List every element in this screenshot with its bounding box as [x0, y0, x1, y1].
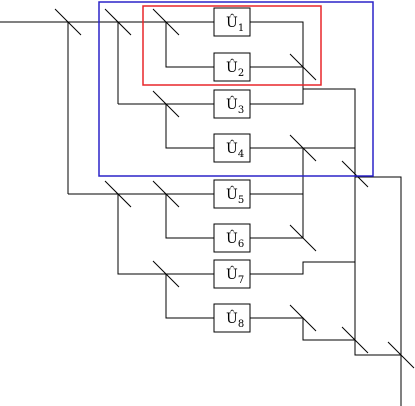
operator-box [213, 133, 251, 163]
operator-box [213, 89, 251, 119]
path-U8-out [250, 317, 355, 341]
path-level3-d [165, 274, 214, 319]
operator-symbol: Û [226, 95, 238, 113]
path-level2-lower [117, 194, 214, 275]
operator-U5: Û5 [213, 179, 251, 209]
beam-splitter [152, 260, 180, 288]
operator-label: Û1 [226, 13, 244, 34]
operator-label: Û8 [226, 309, 244, 330]
operator-symbol: Û [226, 185, 238, 203]
operator-symbol: Û [226, 139, 238, 157]
beam-splitter [152, 90, 180, 118]
beam-splitter [104, 8, 132, 36]
path-U1-out [250, 21, 402, 406]
beam-splitter [341, 160, 369, 188]
beam-splitter [387, 341, 415, 369]
operator-symbol: Û [226, 265, 238, 283]
operator-U1: Û1 [213, 7, 251, 37]
path-U7-out [250, 261, 401, 356]
operator-box [213, 303, 251, 333]
beam-splitters [54, 8, 415, 369]
beam-splitter [289, 224, 317, 252]
operator-subscript: 4 [238, 149, 244, 160]
operator-U8: Û8 [213, 303, 251, 333]
operator-subscript: 3 [238, 105, 244, 116]
operator-symbol: Û [226, 58, 238, 76]
operator-label: Û5 [226, 185, 244, 206]
path-U5-out [250, 148, 304, 195]
operator-U7: Û7 [213, 259, 251, 289]
beam-splitter [289, 304, 317, 332]
beam-splitter [341, 326, 369, 354]
operator-box [213, 223, 251, 253]
path-level3-a [165, 22, 214, 68]
operator-subscript: 5 [238, 195, 244, 206]
beam-splitter [289, 134, 317, 162]
path-mid-connector [303, 147, 356, 262]
beam-paths [0, 21, 402, 406]
operator-subscript: 8 [238, 319, 244, 330]
operator-U3: Û3 [213, 89, 251, 119]
red-highlight-box [142, 5, 322, 86]
operator-box [213, 259, 251, 289]
operator-label: Û4 [226, 139, 244, 160]
beam-splitter [289, 53, 317, 81]
operator-label: Û7 [226, 265, 244, 286]
operator-U2: Û2 [213, 52, 251, 82]
operator-symbol: Û [226, 309, 238, 327]
beam-splitter [152, 180, 180, 208]
operator-subscript: 2 [238, 68, 244, 79]
operator-box [213, 52, 251, 82]
beam-splitter [152, 8, 180, 36]
operator-label: Û6 [226, 229, 244, 250]
path-level3-b [165, 104, 214, 149]
beam-splitter [104, 180, 132, 208]
operator-U6: Û6 [213, 223, 251, 253]
beam-splitter [54, 8, 82, 36]
operator-symbol: Û [226, 229, 238, 247]
operator-box [213, 7, 251, 37]
operator-subscript: 1 [238, 23, 244, 34]
operator-label: Û2 [226, 58, 244, 79]
path-U3-out [250, 67, 304, 105]
path-level3-c [165, 194, 214, 239]
operator-box [213, 179, 251, 209]
operator-subscript: 6 [238, 239, 244, 250]
operator-symbol: Û [226, 13, 238, 31]
operator-U4: Û4 [213, 133, 251, 163]
operator-label: Û3 [226, 95, 244, 116]
blue-highlight-box [98, 1, 374, 177]
path-U6-out [250, 194, 304, 239]
operator-subscript: 7 [238, 275, 244, 286]
